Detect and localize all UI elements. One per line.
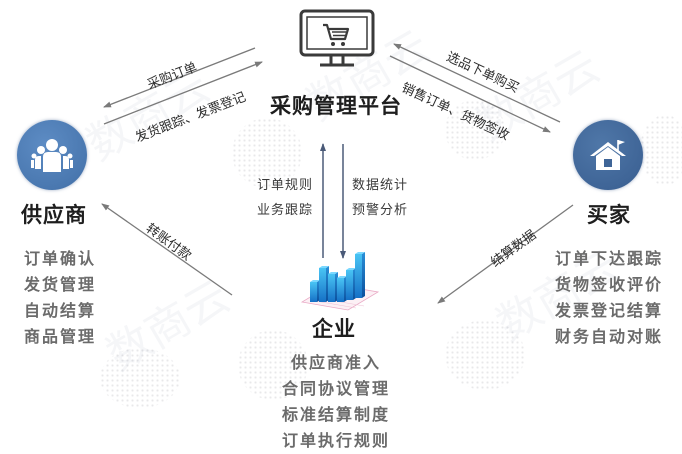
platform-node [296, 8, 380, 70]
enterprise-function-list: 供应商准入 合同协议管理 标准结算制度 订单执行规则 [268, 350, 404, 454]
list-item: 发货管理 [24, 275, 97, 294]
house-flag-icon [590, 140, 626, 170]
bar-chart-3d-icon [300, 252, 380, 311]
buyer-node-circle [573, 120, 643, 190]
list-item: 合同协议管理 [281, 379, 390, 398]
list-item: 发票登记结算 [555, 301, 664, 320]
list-item: 订单执行规则 [281, 431, 390, 450]
enterprise-node [298, 248, 382, 312]
list-item: 货物签收评价 [555, 275, 664, 294]
edge-label-data-statistics: 数据统计 [352, 178, 409, 193]
supplier-function-list: 订单确认 发货管理 自动结算 商品管理 [24, 246, 96, 350]
list-item: 自动结算 [24, 301, 97, 320]
list-item: 订单确认 [24, 249, 97, 268]
arrow-buyer-to-enterprise [437, 204, 574, 304]
enterprise-to-platform-labels: 订单规则 业务跟踪 [257, 173, 313, 223]
people-group-icon [31, 139, 73, 172]
supplier-node-circle [17, 120, 87, 190]
edge-label-business-tracking: 业务跟踪 [257, 203, 314, 218]
enterprise-title: 企业 [312, 317, 356, 341]
platform-title: 采购管理平台 [270, 94, 402, 118]
arrow-buyer-to-platform [393, 43, 561, 123]
arrow-enterprise-to-supplier [101, 203, 233, 296]
list-item: 供应商准入 [290, 353, 381, 372]
edge-label-warning-analysis: 预警分析 [352, 203, 409, 218]
platform-to-enterprise-labels: 数据统计 预警分析 [352, 173, 408, 223]
list-item: 订单下达跟踪 [555, 249, 664, 268]
monitor-cart-icon [299, 9, 375, 67]
arrow-supplier-to-platform [103, 61, 263, 125]
buyer-function-list: 订单下达跟踪 货物签收评价 发票登记结算 财务自动对账 [555, 246, 663, 350]
list-item: 商品管理 [24, 327, 97, 346]
buyer-title: 买家 [587, 203, 631, 227]
edge-label-order-rules: 订单规则 [257, 178, 314, 193]
arrow-platform-to-supplier [103, 47, 256, 108]
supplier-title: 供应商 [21, 203, 87, 227]
list-item: 财务自动对账 [555, 327, 664, 346]
arrow-platform-to-buyer [389, 55, 551, 133]
list-item: 标准结算制度 [281, 405, 390, 424]
